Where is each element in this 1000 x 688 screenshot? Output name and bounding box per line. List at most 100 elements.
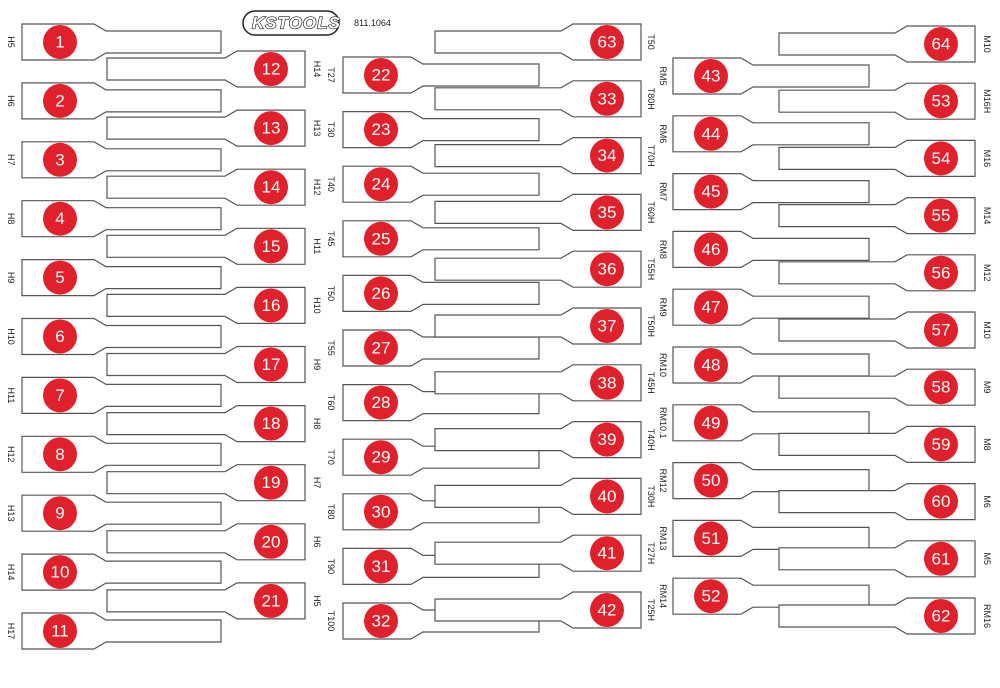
slot-number: 19 bbox=[262, 473, 281, 492]
slot-number: 28 bbox=[372, 393, 391, 412]
slot-number-badge bbox=[924, 427, 958, 462]
slot-number-badge bbox=[590, 138, 624, 173]
slot-number-badge bbox=[364, 604, 398, 638]
slot-size-label: H9 bbox=[312, 359, 322, 371]
slot-size-label: H6 bbox=[312, 536, 322, 548]
slot-outline bbox=[434, 80, 642, 118]
slot-number: 9 bbox=[55, 504, 64, 523]
slot-size-label: T50 bbox=[326, 286, 336, 302]
slot-size-label: RM12 bbox=[658, 469, 668, 493]
slot-number: 56 bbox=[932, 263, 951, 282]
slot-outline bbox=[778, 139, 976, 177]
slot-size-label: RM10.1 bbox=[658, 407, 668, 439]
slot-size-label: T80 bbox=[326, 504, 336, 520]
slot-number: 27 bbox=[372, 339, 391, 358]
slot-number-badge bbox=[590, 479, 624, 514]
slot-size-label: H6 bbox=[6, 95, 16, 107]
slot-number-badge bbox=[43, 378, 77, 413]
slot-number: 21 bbox=[262, 591, 281, 610]
slot-number-badge bbox=[694, 463, 728, 498]
slot-number: 31 bbox=[372, 557, 391, 576]
slot-number-badge bbox=[254, 170, 288, 205]
slot-size-label: T70H bbox=[646, 145, 656, 167]
tool-slot: 21 H5 bbox=[106, 582, 322, 620]
tool-slot: 9 H13 bbox=[6, 494, 222, 532]
slot-number-badge bbox=[254, 288, 288, 323]
slot-number-badge bbox=[694, 579, 728, 614]
slot-number-badge bbox=[43, 142, 77, 177]
slot-size-label: H12 bbox=[6, 446, 16, 463]
slot-outline bbox=[778, 254, 976, 292]
slot-number: 32 bbox=[372, 612, 391, 631]
slot-number: 53 bbox=[932, 92, 951, 111]
brand-name: KSTOOLS bbox=[252, 14, 341, 33]
slot-number: 38 bbox=[598, 373, 617, 392]
slot-number: 26 bbox=[372, 284, 391, 303]
slot-size-label: M14 bbox=[982, 207, 992, 225]
slot-size-label: T55 bbox=[326, 340, 336, 356]
slot-number: 54 bbox=[932, 149, 951, 168]
slot-number-badge bbox=[924, 370, 958, 405]
slot-number-badge bbox=[694, 405, 728, 440]
slot-number: 50 bbox=[702, 471, 721, 490]
slot-number-badge bbox=[254, 229, 288, 264]
slot-number-badge bbox=[43, 437, 77, 472]
slot-number-badge bbox=[590, 25, 624, 59]
slot-number: 51 bbox=[702, 529, 721, 548]
slot-number-badge bbox=[254, 465, 288, 500]
slot-number: 12 bbox=[262, 60, 281, 79]
slot-number-badge bbox=[590, 365, 624, 400]
slot-size-label: M8 bbox=[982, 438, 992, 451]
slot-number-badge bbox=[43, 496, 77, 531]
slot-size-label: M6 bbox=[982, 495, 992, 508]
slot-outline bbox=[434, 477, 642, 515]
slot-number: 47 bbox=[702, 298, 721, 317]
slot-outline bbox=[434, 534, 642, 572]
slot-outline bbox=[778, 425, 976, 463]
slot-number-badge bbox=[43, 83, 77, 118]
tool-slot: 27 T55 bbox=[326, 329, 540, 367]
slot-outline bbox=[434, 250, 642, 288]
tool-slot: 2H6 bbox=[6, 82, 222, 120]
slot-size-label: H13 bbox=[6, 505, 16, 522]
slot-number-badge bbox=[924, 141, 958, 176]
slot-number-badge bbox=[694, 290, 728, 325]
slot-size-label: RM14 bbox=[658, 584, 668, 608]
slot-number-badge bbox=[694, 348, 728, 382]
slot-size-label: M16 bbox=[982, 150, 992, 168]
slot-number: 8 bbox=[55, 445, 64, 464]
slot-outline bbox=[106, 405, 306, 443]
tool-slot: 44 RM6 bbox=[658, 115, 870, 153]
slot-number-badge bbox=[590, 422, 624, 457]
slot-number: 48 bbox=[702, 356, 721, 375]
slot-outline bbox=[106, 464, 306, 502]
slot-size-label: H5 bbox=[312, 595, 322, 607]
slot-number-badge bbox=[364, 549, 398, 584]
slot-size-label: T100 bbox=[326, 611, 336, 632]
slot-number: 44 bbox=[702, 124, 721, 143]
slot-size-label: H10 bbox=[312, 297, 322, 314]
slot-number-badge bbox=[694, 59, 728, 93]
slot-number: 33 bbox=[598, 89, 617, 108]
slot-size-label: T45H bbox=[646, 372, 656, 394]
slot-size-label: RM6 bbox=[658, 124, 668, 143]
slot-number-badge bbox=[694, 521, 728, 556]
slot-number-badge bbox=[254, 347, 288, 382]
slot-number: 13 bbox=[262, 119, 281, 138]
slot-number: 16 bbox=[262, 296, 281, 315]
